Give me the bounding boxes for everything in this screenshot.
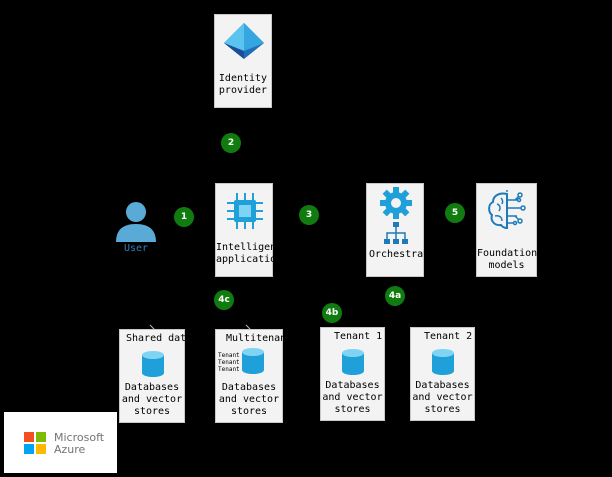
- tenant-2-label: Databases and vector stores: [412, 380, 473, 415]
- step-badge-5: 5: [445, 203, 465, 223]
- microsoft-azure-logo: Microsoft Azure: [4, 412, 117, 473]
- user-label: User: [123, 243, 149, 254]
- identity-provider-label: Identity provider: [218, 73, 268, 96]
- step-badge-1: 1: [174, 207, 194, 227]
- hierarchy-icon: [384, 222, 408, 244]
- gear-icon: [380, 187, 412, 219]
- shared-data-title: Shared data: [126, 333, 193, 344]
- foundation-models-node[interactable]: Foundation models: [476, 183, 537, 277]
- orchestrator-label: Orchestrator: [369, 249, 442, 260]
- microsoft-azure-text: Microsoft Azure: [54, 431, 105, 456]
- chip-icon: [227, 193, 263, 229]
- intelligent-application-node[interactable]: Intelligent application: [215, 183, 283, 277]
- multitenant-title: Multitenant: [226, 333, 293, 344]
- database-icon: [142, 351, 164, 377]
- tenant-mini-3: Tenant 3: [218, 366, 247, 373]
- brain-icon: [488, 190, 526, 230]
- database-icon: [432, 349, 454, 375]
- step-badge-2: 2: [221, 133, 241, 153]
- tenant-2-title: Tenant 2: [424, 331, 473, 342]
- user-icon: [116, 202, 156, 242]
- shared-data-store[interactable]: Shared data Databases and vector stores: [119, 329, 192, 423]
- foundation-models-label: Foundation models: [477, 248, 538, 271]
- orchestrator-node[interactable]: Orchestrator: [366, 183, 442, 277]
- step-badge-4a: 4a: [385, 286, 405, 306]
- tenant-1-store[interactable]: Tenant 1 Databases and vector stores: [320, 327, 385, 421]
- step-badge-4b: 4b: [322, 303, 342, 323]
- intelligent-application-label: Intelligent application: [216, 242, 283, 265]
- tenant-1-label: Databases and vector stores: [322, 380, 383, 415]
- step-badge-4c: 4c: [214, 290, 234, 310]
- microsoft-logo-icon: [24, 432, 46, 454]
- database-icon: [342, 349, 364, 375]
- multitenant-label: Databases and vector stores: [218, 382, 280, 417]
- tenant-mini-1: Tenant 1: [218, 352, 247, 359]
- tenant-1-title: Tenant 1: [334, 331, 383, 342]
- multitenant-store[interactable]: Multitenant Tenant 1 Tenant 2 Tenant 3 D…: [215, 329, 292, 423]
- entra-id-icon: [224, 23, 264, 59]
- database-icon: [242, 348, 264, 374]
- shared-data-label: Databases and vector stores: [121, 382, 183, 417]
- tenant-2-store[interactable]: Tenant 2 Databases and vector stores: [410, 327, 475, 421]
- identity-provider-node[interactable]: Identity provider: [214, 14, 272, 108]
- step-badge-3: 3: [299, 205, 319, 225]
- tenant-mini-2: Tenant 2: [218, 359, 247, 366]
